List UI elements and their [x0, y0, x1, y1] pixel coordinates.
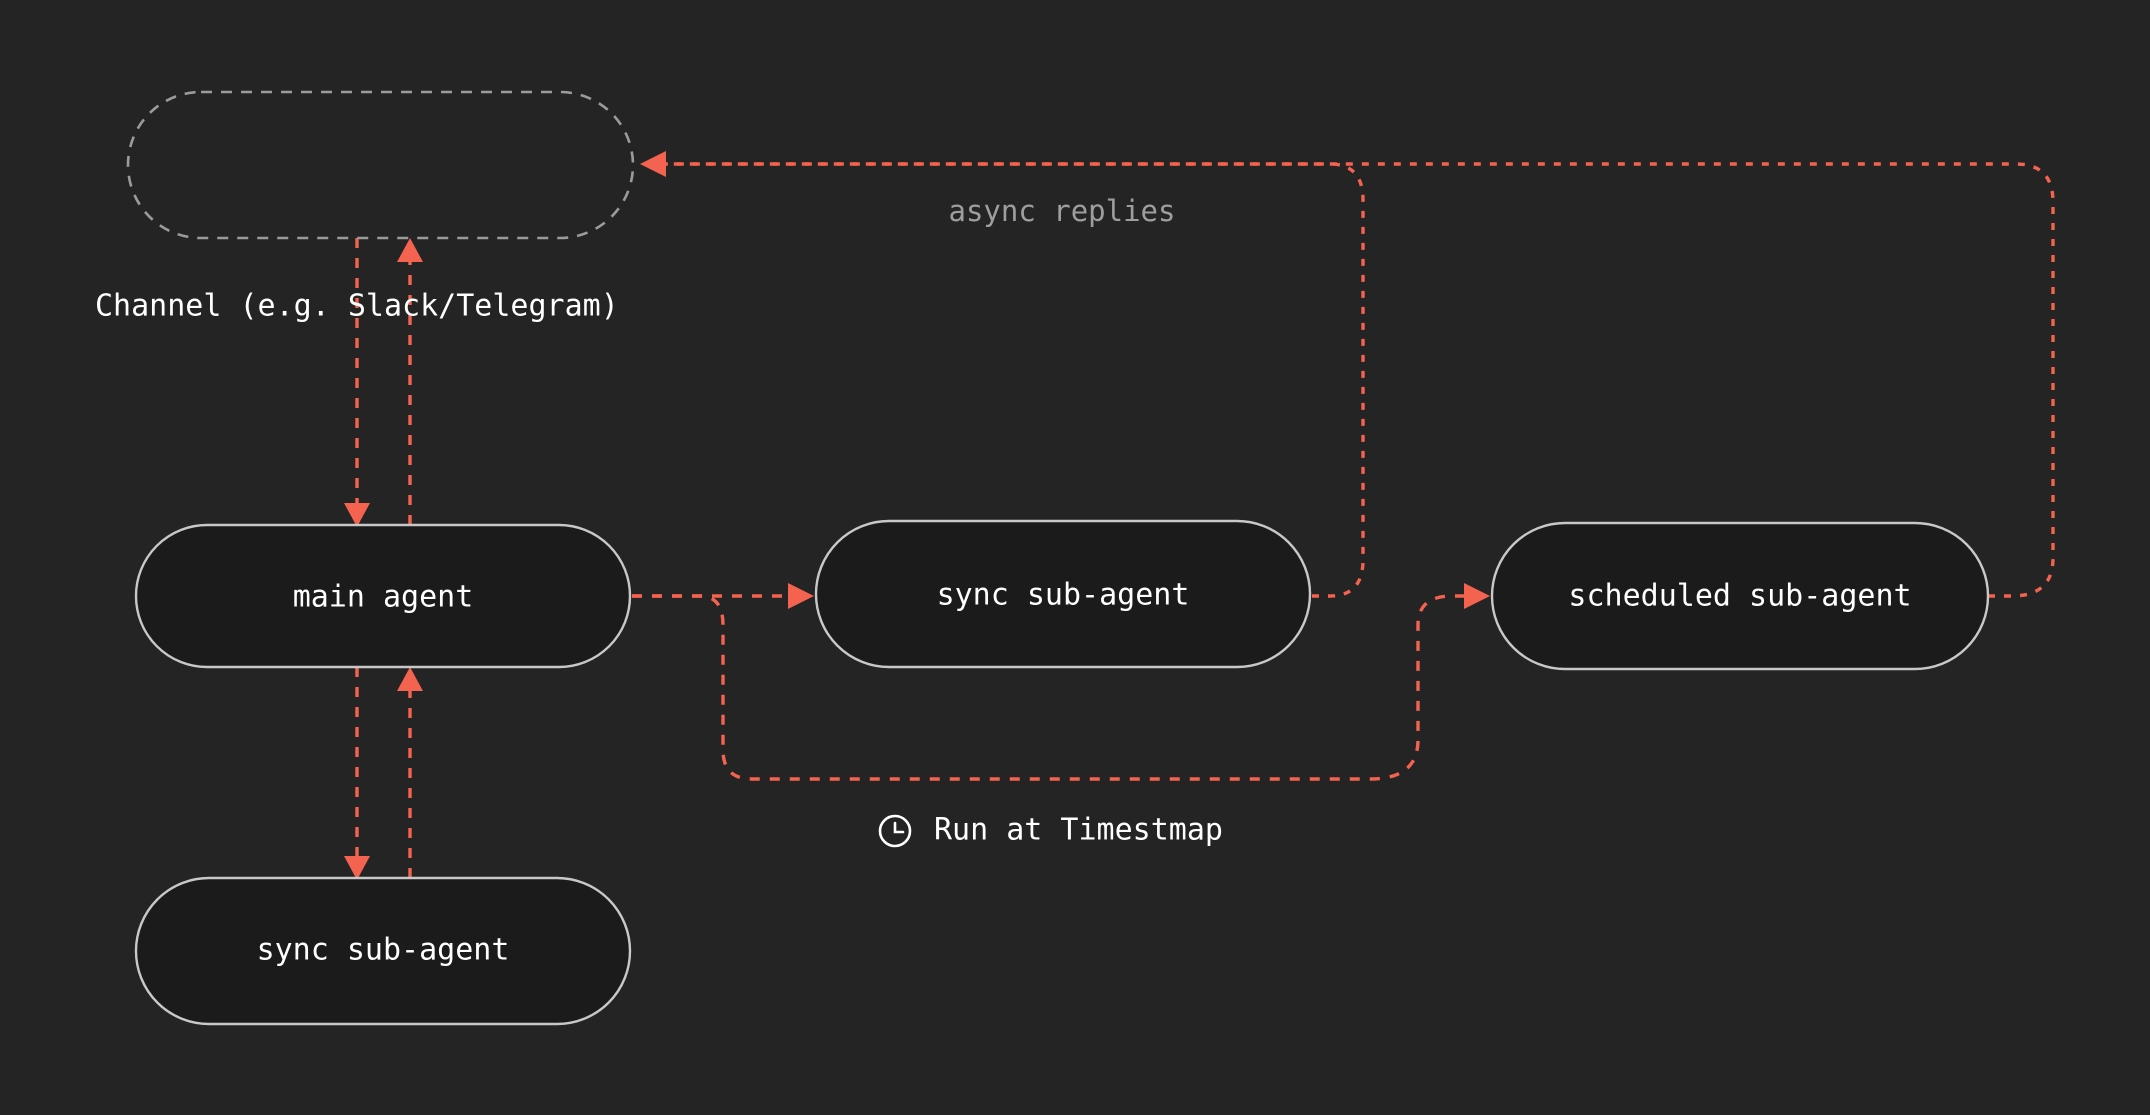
channel-shape[interactable] [126, 90, 635, 240]
arrowhead-right [1464, 583, 1490, 609]
sync-sub-agent-right-label: sync sub-agent [937, 578, 1190, 613]
scheduled-sub-agent-shape[interactable] [1490, 521, 1990, 671]
run-at-timestamp-group: Run at Timestmap [878, 813, 1223, 848]
node-scheduled-sub-agent[interactable]: scheduled sub-agent [1490, 521, 1990, 671]
clock-icon [878, 814, 912, 848]
sync-sub-agent-right-shape[interactable] [814, 519, 1312, 669]
node-sync-sub-agent-right[interactable]: sync sub-agent [814, 519, 1312, 669]
edge-main-agent-to-scheduled-sub-agent [632, 583, 1490, 781]
edge-sync-sub-agent-bottom-to-main-agent [397, 667, 423, 878]
clock-face [878, 814, 912, 848]
edge-path [632, 594, 1476, 781]
main-agent-shape[interactable] [134, 523, 632, 669]
async-replies-label: async replies [949, 194, 1176, 228]
arrowhead-up [397, 667, 423, 691]
node-channel[interactable] [126, 90, 635, 240]
clock-hands [893, 821, 905, 834]
arrowhead-left [640, 151, 666, 177]
arrowhead-down [344, 856, 370, 880]
sync-sub-agent-bottom-label: sync sub-agent [257, 933, 510, 968]
edge-main-agent-to-channel [397, 238, 423, 525]
edge-scheduled-sub-agent-to-channel [640, 151, 2055, 598]
edge-channel-to-main-agent [344, 238, 370, 527]
node-sync-sub-agent-bottom[interactable]: sync sub-agent [134, 876, 632, 1026]
arrowhead-up [397, 238, 423, 262]
channel-caption-label: Channel (e.g. Slack/Telegram) [95, 289, 619, 324]
arrowhead-right [788, 583, 814, 609]
scheduled-sub-agent-label: scheduled sub-agent [1568, 579, 1911, 614]
sync-sub-agent-bottom-shape[interactable] [134, 876, 632, 1026]
node-main-agent[interactable]: main agent [134, 523, 632, 669]
main-agent-label: main agent [293, 580, 474, 615]
run-at-timestamp-label: Run at Timestmap [934, 813, 1223, 848]
arrowhead-down [344, 503, 370, 527]
edge-main-agent-to-sync-sub-agent-bottom [344, 667, 370, 880]
